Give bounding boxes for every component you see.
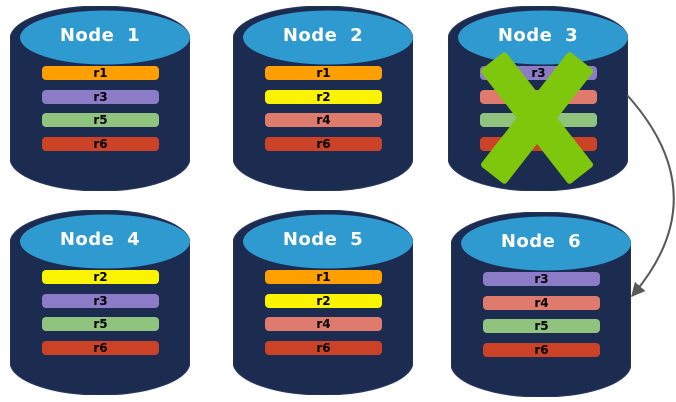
replica-label: r6 <box>316 137 331 151</box>
cylinder-top <box>20 214 190 269</box>
replica-bar: r3 <box>483 272 600 286</box>
replica-label: r2 <box>316 90 331 104</box>
replica-label: r1 <box>316 66 331 80</box>
node-cylinder: Node 6 r3 r4 r5 r6 <box>451 212 631 397</box>
replica-bar: r6 <box>265 137 382 151</box>
replica-bar: r5 <box>42 317 159 331</box>
cylinder-top <box>461 216 631 271</box>
node-title: Node 1 <box>59 25 141 46</box>
failover-arrow-path <box>626 94 675 298</box>
replica-bar: r1 <box>265 66 382 80</box>
node-title: Node 6 <box>500 231 582 252</box>
replica-bar: r5 <box>42 113 159 127</box>
replica-bar: r2 <box>42 270 159 284</box>
cylinder-top <box>243 10 413 65</box>
replica-label: r3 <box>93 294 108 308</box>
replica-label: r4 <box>316 317 331 331</box>
replica-label: r4 <box>534 296 549 310</box>
node-title: Node 3 <box>497 25 579 46</box>
replica-bar: r3 <box>42 90 159 104</box>
replica-bar: r6 <box>42 137 159 151</box>
failure-x-icon <box>480 52 594 184</box>
node-cylinder: Node 5 r1 r2 r4 r6 <box>233 210 413 395</box>
replica-label: r6 <box>93 341 108 355</box>
node-cylinder: Node 1 r1 r3 r5 r6 <box>10 6 190 191</box>
replica-bar: r5 <box>483 319 600 333</box>
replica-label: r6 <box>316 341 331 355</box>
node-title: Node 4 <box>59 229 141 250</box>
node-cylinder: Node 4 r2 r3 r5 r6 <box>10 210 190 395</box>
replica-bar: r2 <box>265 90 382 104</box>
replica-bar: r6 <box>42 341 159 355</box>
cylinder-top <box>458 10 628 65</box>
replica-label: r1 <box>93 66 108 80</box>
replica-bar: r4 <box>265 113 382 127</box>
cylinder-top <box>20 10 190 65</box>
replica-label: r3 <box>534 272 549 286</box>
node-title: Node 2 <box>282 25 364 46</box>
replica-label: r2 <box>316 294 331 308</box>
replica-label: r6 <box>534 343 549 357</box>
replica-label: r4 <box>316 113 331 127</box>
replica-label: r6 <box>93 137 108 151</box>
replica-bar: r3 <box>42 294 159 308</box>
replica-bar: r4 <box>265 317 382 331</box>
replica-label: r1 <box>316 270 331 284</box>
replica-bar: r2 <box>265 294 382 308</box>
replica-label: r2 <box>93 270 108 284</box>
replica-bar: r1 <box>42 66 159 80</box>
replica-bar: r4 <box>483 296 600 310</box>
replica-label: r3 <box>531 66 546 80</box>
replica-label: r5 <box>93 113 108 127</box>
replica-bar: r1 <box>265 270 382 284</box>
cylinder-top <box>243 214 413 269</box>
replica-bar: r6 <box>483 343 600 357</box>
replica-bar: r6 <box>265 341 382 355</box>
replica-label: r5 <box>93 317 108 331</box>
node-cylinder: Node 2 r1 r2 r4 r6 <box>233 6 413 191</box>
replica-label: r3 <box>93 90 108 104</box>
replica-label: r5 <box>534 319 549 333</box>
node-title: Node 5 <box>282 229 364 250</box>
node-cylinder: Node 3r3r4r5r6 <box>448 6 628 191</box>
